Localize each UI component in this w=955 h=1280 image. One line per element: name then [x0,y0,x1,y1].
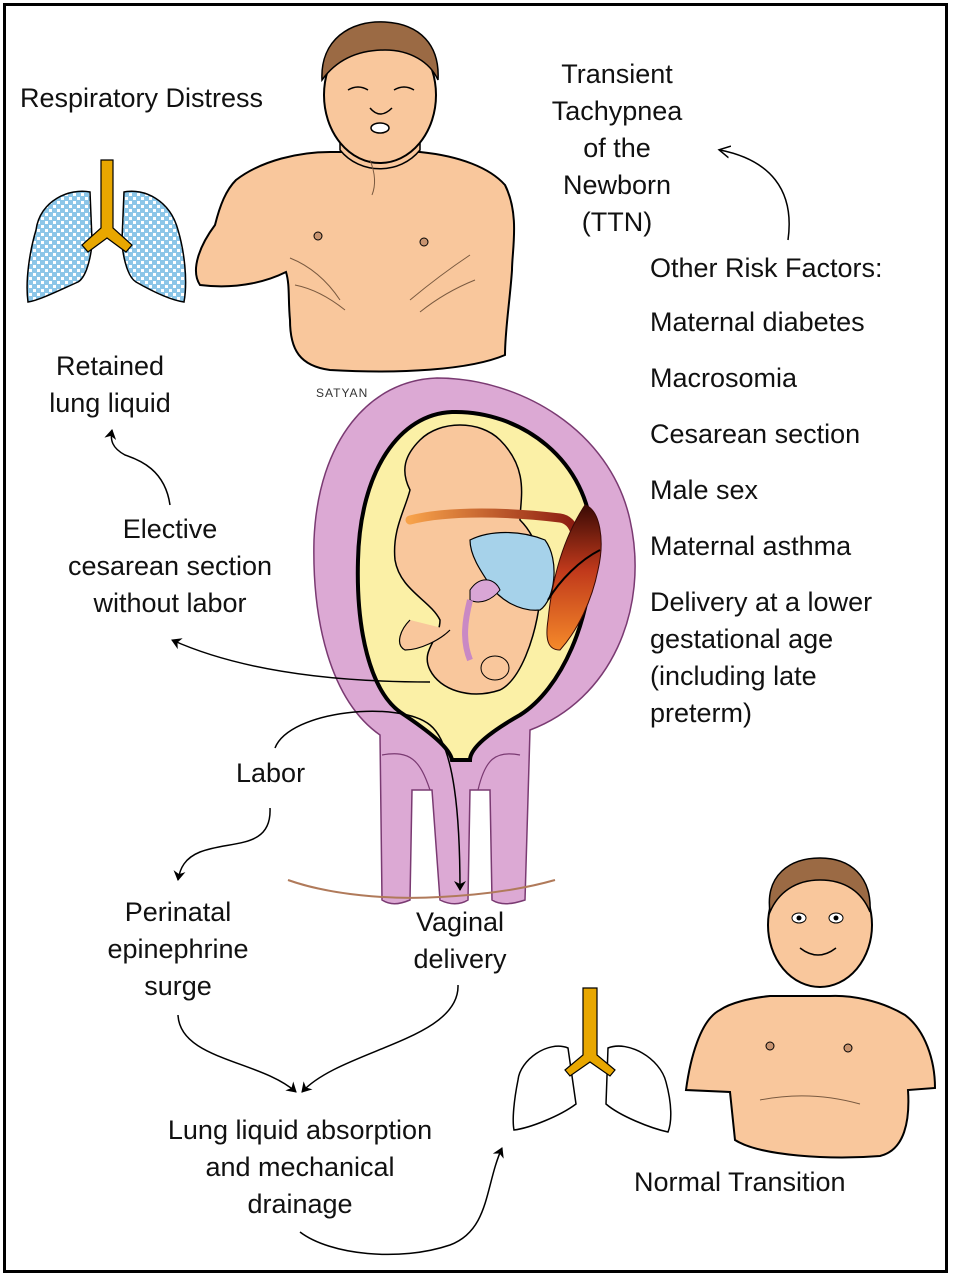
arrow-vaginal-to-absorption [301,984,459,1093]
arrow-risk-to-ttn [720,150,790,241]
gestational-line-1: Delivery at a lower [650,587,873,617]
arrow-cesarean-to-retained [104,429,171,506]
arrow-to-vaginal-delivery [274,710,466,891]
labor-label: Labor [236,758,306,788]
clear-lungs-illustration [512,987,672,1133]
arrow-absorption-to-normal [299,1147,504,1256]
risk-factor-item: Macrosomia [650,363,798,393]
cesarean-line-2: cesarean section [67,551,273,581]
fetus-illustration [393,424,602,695]
cesarean-line-3: without labor [93,588,247,618]
risk-factor-item: Male sex [650,475,759,505]
lung-liquid-absorption-label: Lung liquid absorption and mechanical dr… [130,1112,470,1223]
arrow-labor-to-epinephrine [173,807,271,881]
figure-border [3,3,948,1273]
risk-factor-item-gestational-age: Delivery at a lower gestational age (inc… [650,584,872,732]
ttn-line-2: Tachypnea [551,96,683,126]
retained-line-2: lung liquid [49,388,171,418]
gestational-line-2: gestational age [650,624,834,654]
absorption-line-1: Lung liquid absorption [167,1115,433,1145]
retained-line-1: Retained [55,351,165,381]
absorption-line-2: and mechanical [205,1152,395,1182]
ttn-line-4: Newborn [562,170,672,200]
normal-transition-label: Normal Transition [634,1167,846,1197]
risk-factor-item: Maternal asthma [650,531,852,561]
artist-signature: SATYAN [316,386,369,400]
vaginal-line-2: delivery [413,944,507,974]
epinephrine-line-3: surge [144,971,212,1001]
gestational-line-4: preterm) [650,698,753,728]
vaginal-delivery-label: Vaginal delivery [385,904,535,978]
ttn-line-1: Transient [561,59,673,89]
vaginal-line-1: Vaginal [415,907,505,937]
distressed-newborn-illustration [195,21,516,373]
absorption-line-3: drainage [247,1189,353,1219]
risk-factor-item: Maternal diabetes [650,307,865,337]
arrow-epinephrine-to-absorption [177,1014,297,1093]
fluid-filled-lungs-illustration [26,159,187,303]
epinephrine-line-1: Perinatal [124,897,232,927]
elective-cesarean-label: Elective cesarean section without labor [40,511,300,622]
retained-lung-liquid-label: Retained lung liquid [20,348,200,422]
ttn-line-3: of the [583,133,651,163]
risk-factors-heading: Other Risk Factors: [650,253,883,283]
arrow-fetus-to-cesarean [171,638,431,683]
respiratory-distress-label: Respiratory Distress [20,83,264,113]
epinephrine-line-2: epinephrine [107,934,249,964]
ttn-line-5: (TTN) [581,207,653,237]
perineum-line [287,879,556,899]
cesarean-line-1: Elective [122,514,218,544]
gestational-line-3: (including late [650,661,817,691]
healthy-newborn-illustration [684,857,937,1159]
ttn-label: Transient Tachypnea of the Newborn (TTN) [517,56,717,241]
risk-factor-item: Cesarean section [650,419,861,449]
flow-arrows [104,150,790,1256]
epinephrine-surge-label: Perinatal epinephrine surge [78,894,278,1005]
